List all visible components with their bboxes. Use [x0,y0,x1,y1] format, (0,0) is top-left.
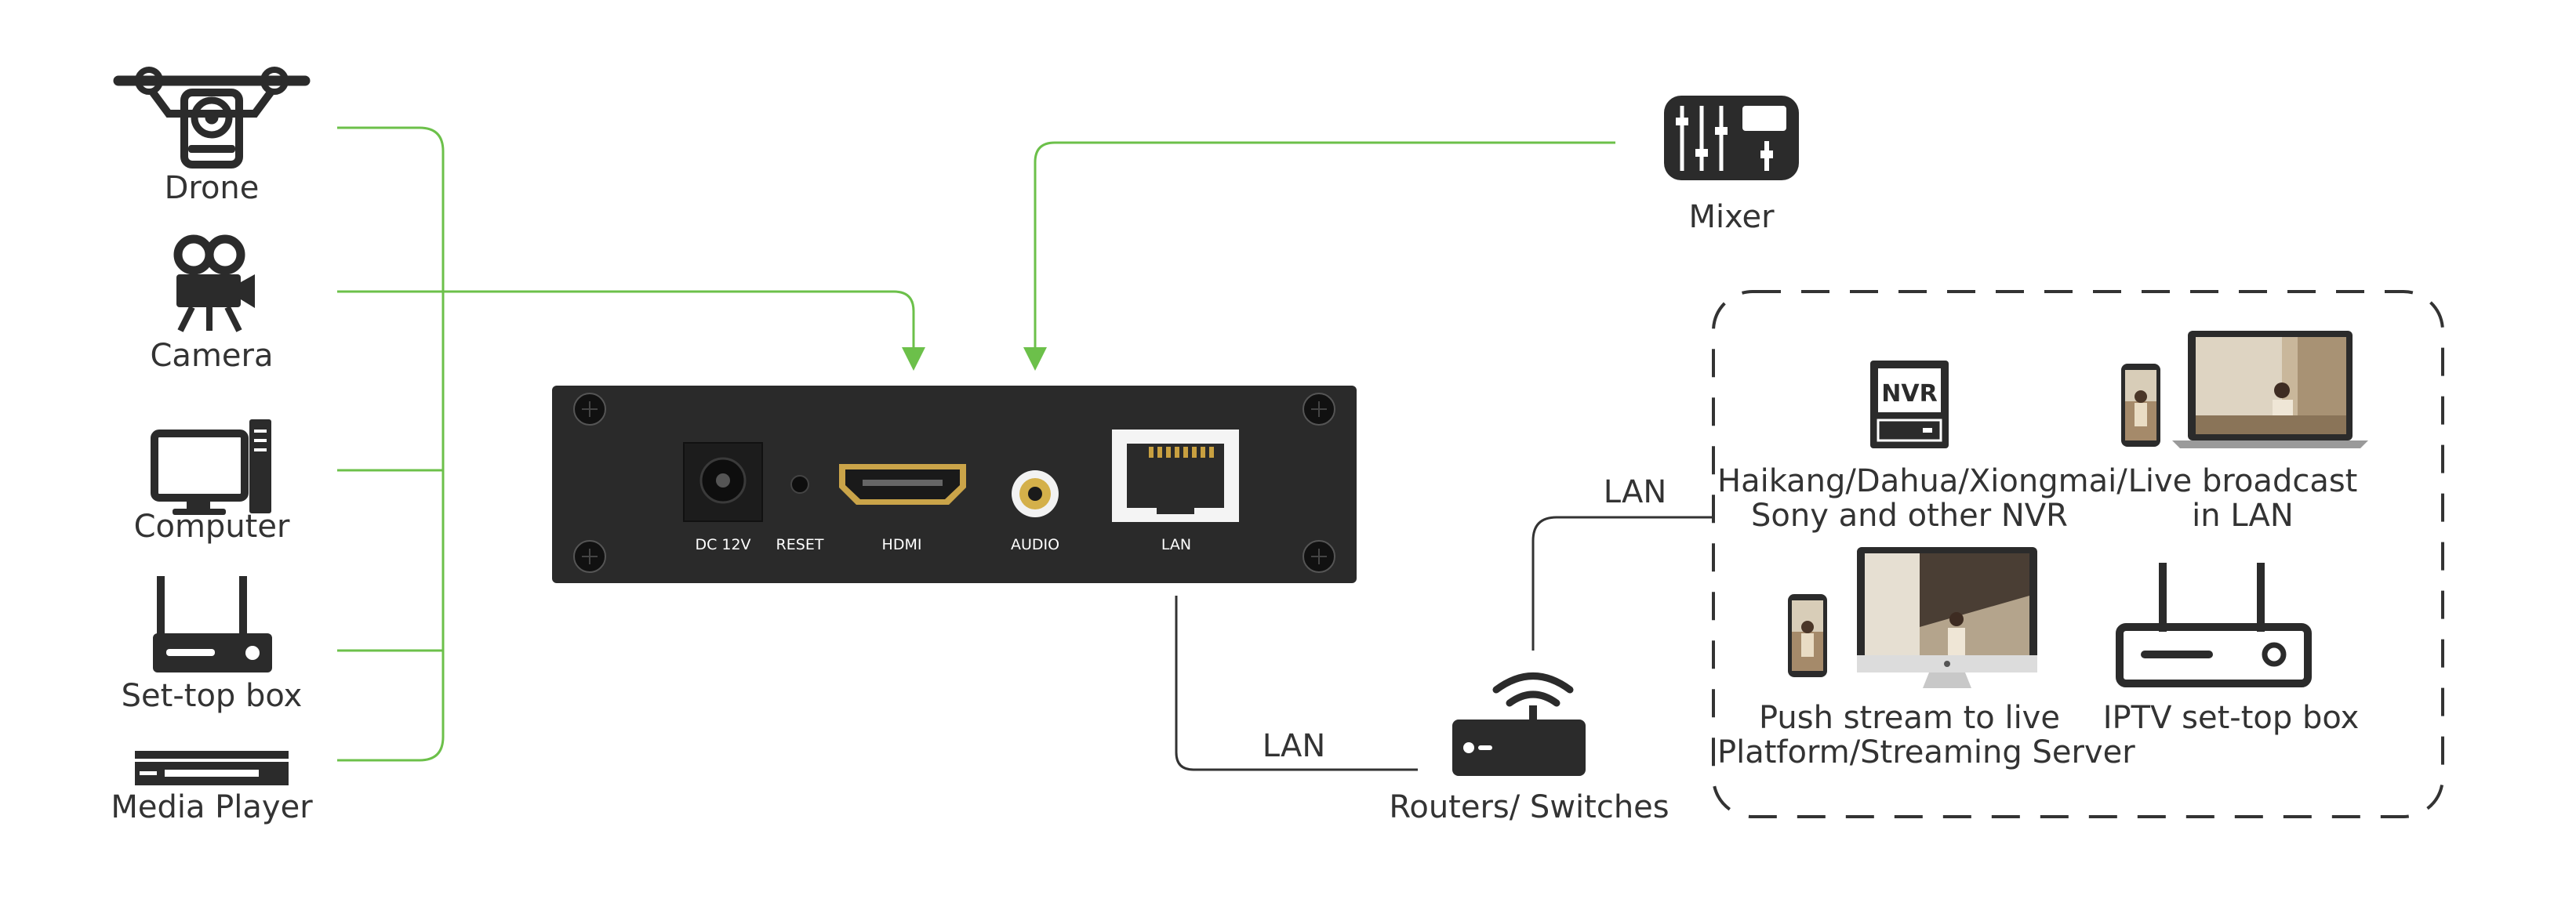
audio-port-icon [1012,470,1059,517]
computer-label: Computer [133,509,290,545]
lan-port-label: LAN [1161,536,1192,553]
connector-camera-to-hdmi [337,290,925,371]
lan-line-router-to-outputs [1531,516,1713,651]
live-label-line2: in LAN [2192,498,2294,534]
router-label: Routers/ Switches [1389,789,1669,825]
monitor-icon [1857,547,2037,688]
router-icon [1452,672,1586,776]
push-label-line2: Platform/Streaming Server [1717,734,2135,770]
lan-line-device-to-router [1175,596,1418,771]
live-label-line1: Live broadcast [2127,463,2358,499]
connector-mixer-to-audio [1023,141,1615,371]
dc-jack-icon [683,442,763,522]
mixer-icon [1664,96,1799,180]
iptv-box-icon [2116,563,2312,687]
reset-port-label: RESET [776,536,824,553]
hdmi-port-icon [839,464,966,505]
camera-label: Camera [150,338,274,374]
laptop-icon [2172,331,2368,448]
lan-label-right: LAN [1603,474,1667,510]
settop-box-label: Set-top box [121,678,303,714]
drone-label: Drone [164,170,260,206]
encoder-device [552,386,1357,583]
output-region [1712,290,2444,818]
reset-hole-icon [790,475,809,494]
dc-port-label: DC 12V [695,536,751,553]
phone-icon-2 [1788,594,1827,677]
connector-drone [337,126,445,762]
nvr-icon [1870,361,1949,448]
media-player-label: Media Player [111,789,313,825]
iptv-label: IPTV set-top box [2102,700,2360,736]
nvr-badge: NVR [1881,380,1937,408]
settop-box-icon [153,576,272,672]
lan-lines [1175,516,1713,771]
camera-icon [173,234,255,332]
media-player-icon [135,751,289,785]
push-label-line1: Push stream to live [1759,700,2060,736]
audio-port-label: AUDIO [1010,536,1060,553]
nvr-label-line1: Haikang/Dahua/Xiongmai/ [1717,463,2127,499]
lan-port-icon [1112,430,1239,522]
lan-label-bottom: LAN [1262,728,1326,764]
computer-icon [151,419,271,515]
drone-icon [113,67,311,169]
mixer-label: Mixer [1688,199,1775,235]
source-connectors [337,126,1615,762]
phone-icon [2121,364,2160,447]
hdmi-port-label: HDMI [881,536,922,553]
nvr-label-line2: Sony and other NVR [1751,498,2068,534]
